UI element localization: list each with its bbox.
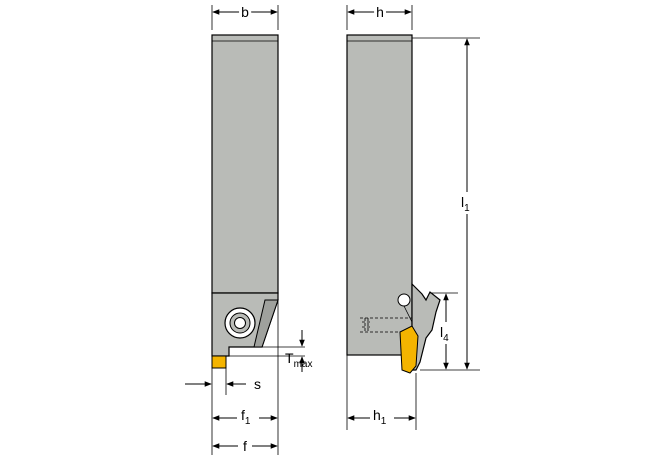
cutting-insert [211, 355, 227, 369]
label-f: f [243, 438, 247, 454]
label-s: s [254, 376, 261, 392]
side-view [346, 34, 441, 374]
dim-f1: f1 [211, 300, 279, 455]
label-h: h [376, 4, 384, 20]
label-f1-sub: 1 [245, 416, 251, 427]
dim-f: f [212, 434, 278, 454]
clamp-pin [397, 293, 411, 307]
side-shank-body [346, 34, 413, 356]
clamp-screw [224, 307, 256, 339]
svg-text:h: h [376, 4, 384, 20]
label-h1: h [373, 407, 381, 423]
dim-tmax: Tmax [229, 330, 312, 372]
label-l1-sub: 1 [464, 203, 470, 214]
dim-s: s [185, 368, 261, 395]
label-f1: f [241, 407, 245, 423]
label-l4: l [440, 324, 443, 340]
front-view [211, 34, 279, 369]
label-tmax: T [285, 350, 294, 366]
label-tmax-sub: max [294, 359, 313, 370]
svg-text:Tmax: Tmax [285, 350, 312, 370]
dim-l4: l4 [430, 292, 458, 370]
svg-text:b: b [241, 4, 249, 20]
svg-text:l1: l1 [461, 194, 470, 214]
label-l4-sub: 4 [443, 333, 449, 344]
svg-text:l4: l4 [440, 324, 449, 344]
dim-l1: l1 [412, 37, 480, 371]
svg-text:h1: h1 [373, 407, 387, 427]
label-l1: l [461, 194, 464, 210]
dim-h: h h [346, 1, 413, 30]
dim-b: b b [211, 1, 279, 30]
label-h1-sub: 1 [381, 416, 387, 427]
label-b: b [241, 4, 249, 20]
side-insert [399, 325, 419, 374]
shank-body [211, 34, 279, 294]
dim-h1: h1 [346, 355, 417, 430]
svg-text:f1: f1 [241, 407, 251, 427]
